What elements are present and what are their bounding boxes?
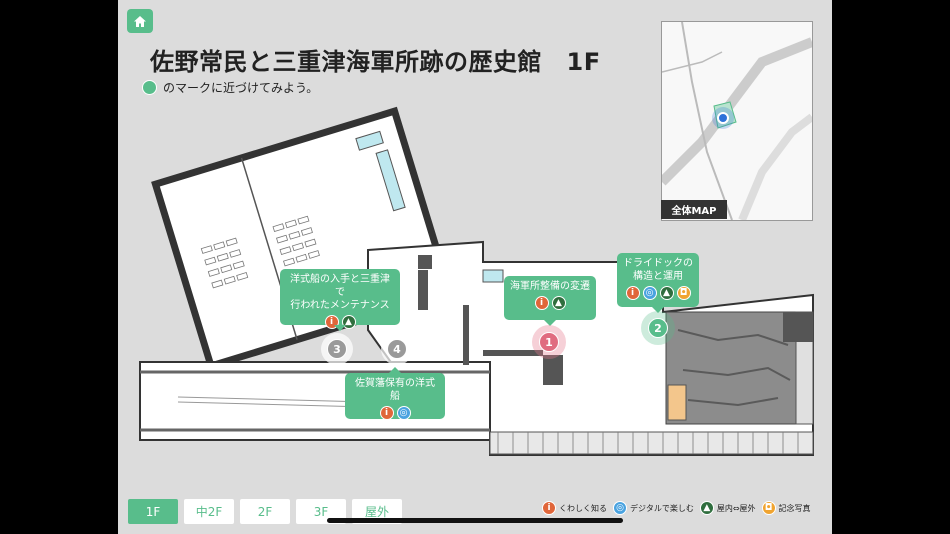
instruction-text: のマークに近づけてみよう。 bbox=[142, 79, 318, 96]
floor-tab-2f[interactable]: 2F bbox=[240, 499, 290, 524]
digital-icon: ◎ bbox=[613, 501, 627, 515]
station-number: 4 bbox=[387, 339, 407, 359]
station-marker-1[interactable]: 1 bbox=[532, 325, 566, 359]
station-number: 3 bbox=[327, 339, 347, 359]
overview-minimap[interactable] bbox=[661, 21, 813, 221]
callout-saga-ships[interactable]: 佐賀藩保有の洋式船 i ◎ bbox=[345, 367, 445, 420]
current-location-dot bbox=[717, 112, 729, 124]
legend-item: i くわしく知る bbox=[542, 501, 607, 515]
info-icon: i bbox=[379, 406, 394, 420]
camera-icon: ◘ bbox=[761, 501, 776, 515]
callout-dry-dock[interactable]: ドライドックの 構造と運用 i ◎ ▲ ◘ bbox=[617, 253, 699, 313]
outdoor-icon: ▲ bbox=[551, 296, 566, 310]
info-icon: i bbox=[534, 296, 549, 310]
legend-label: くわしく知る bbox=[559, 503, 607, 513]
callout-naval-facility-history[interactable]: 海軍所整備の変遷 i ▲ bbox=[504, 276, 596, 326]
callout-title-line: 海軍所整備の変遷 bbox=[510, 281, 590, 292]
home-icon bbox=[134, 15, 146, 27]
page-title: 佐野常民と三重津海軍所跡の歴史館 1F bbox=[150, 48, 601, 76]
station-number: 1 bbox=[539, 332, 559, 352]
home-indicator[interactable] bbox=[327, 518, 623, 523]
minimap-graphic bbox=[662, 22, 812, 220]
legend-label: デジタルで楽しむ bbox=[630, 503, 694, 513]
floor-tab-m2f[interactable]: 中2F bbox=[184, 499, 234, 524]
outdoor-icon: ▲ bbox=[699, 501, 714, 515]
station-marker-3[interactable]: 3 bbox=[321, 333, 353, 365]
home-button[interactable] bbox=[127, 9, 153, 33]
legend-item: ▲ 屋内⇔屋外 bbox=[699, 501, 756, 515]
minimap-label: 全体MAP bbox=[661, 200, 727, 219]
digital-icon: ◎ bbox=[396, 406, 411, 420]
station-number: 2 bbox=[648, 318, 668, 338]
info-icon: i bbox=[625, 286, 640, 300]
icon-legend: i くわしく知る ◎ デジタルで楽しむ ▲ 屋内⇔屋外 ◘ 記念写真 bbox=[542, 501, 811, 515]
station-marker-4[interactable]: 4 bbox=[381, 333, 413, 365]
legend-label: 屋内⇔屋外 bbox=[716, 503, 756, 513]
legend-label: 記念写真 bbox=[778, 503, 811, 513]
callout-title-line: 構造と運用 bbox=[633, 271, 683, 282]
instruction-label: のマークに近づけてみよう。 bbox=[163, 81, 319, 95]
outdoor-icon: ▲ bbox=[659, 286, 674, 300]
callout-ship-maintenance[interactable]: 洋式船の入手と三重津で 行われたメンテナンス i ▲ bbox=[280, 269, 400, 331]
station-marker-2[interactable]: 2 bbox=[641, 311, 675, 345]
camera-icon: ◘ bbox=[676, 286, 691, 300]
callout-title-line: 行われたメンテナンス bbox=[290, 300, 390, 311]
callout-title-line: ドライドックの bbox=[623, 258, 693, 269]
floor-tab-3f[interactable]: 3F bbox=[296, 499, 346, 524]
legend-item: ◎ デジタルで楽しむ bbox=[613, 501, 694, 515]
callout-title-line: 洋式船の入手と三重津で bbox=[290, 274, 390, 298]
info-icon: i bbox=[542, 501, 556, 515]
app-screen: 佐野常民と三重津海軍所跡の歴史館 1F のマークに近づけてみよう。 全体MAP … bbox=[118, 0, 832, 534]
callout-title-line: 佐賀藩保有の洋式船 bbox=[355, 378, 435, 402]
green-marker-icon bbox=[142, 80, 157, 95]
digital-icon: ◎ bbox=[642, 286, 657, 300]
legend-item: ◘ 記念写真 bbox=[761, 501, 811, 515]
floor-plan bbox=[139, 106, 814, 456]
floor-tab-1f[interactable]: 1F bbox=[128, 499, 178, 524]
